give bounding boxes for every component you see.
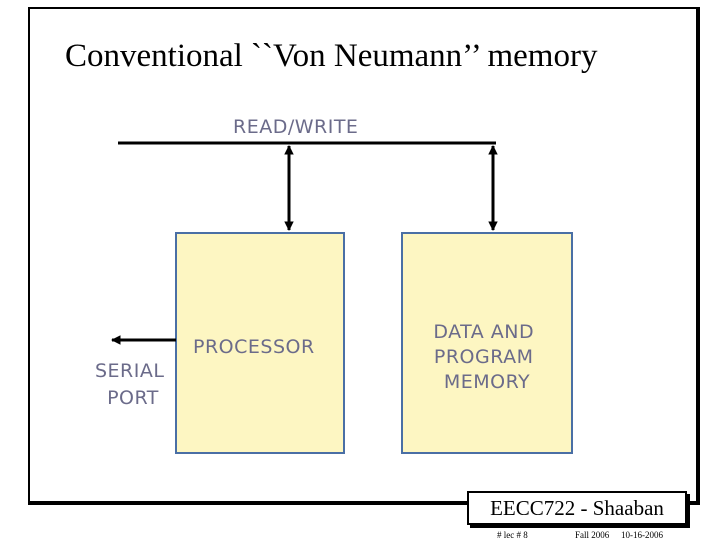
memory-box xyxy=(401,232,573,454)
processor-label: PROCESSOR xyxy=(193,336,315,358)
footer-term: Fall 2006 xyxy=(575,530,610,540)
course-badge: EECC722 - Shaaban xyxy=(467,491,687,525)
slide-title: Conventional ``Von Neumann’’ memory xyxy=(65,38,598,74)
serial-port-label: SERIAL PORT xyxy=(95,360,171,409)
memory-label: DATA AND PROGRAM MEMORY xyxy=(433,321,540,393)
slide-frame xyxy=(28,7,700,505)
bus-label: READ/WRITE xyxy=(233,116,358,138)
processor-box xyxy=(175,232,345,454)
footer-date: 10-16-2006 xyxy=(621,530,663,540)
footer-lecture: # lec # 8 xyxy=(497,530,528,540)
